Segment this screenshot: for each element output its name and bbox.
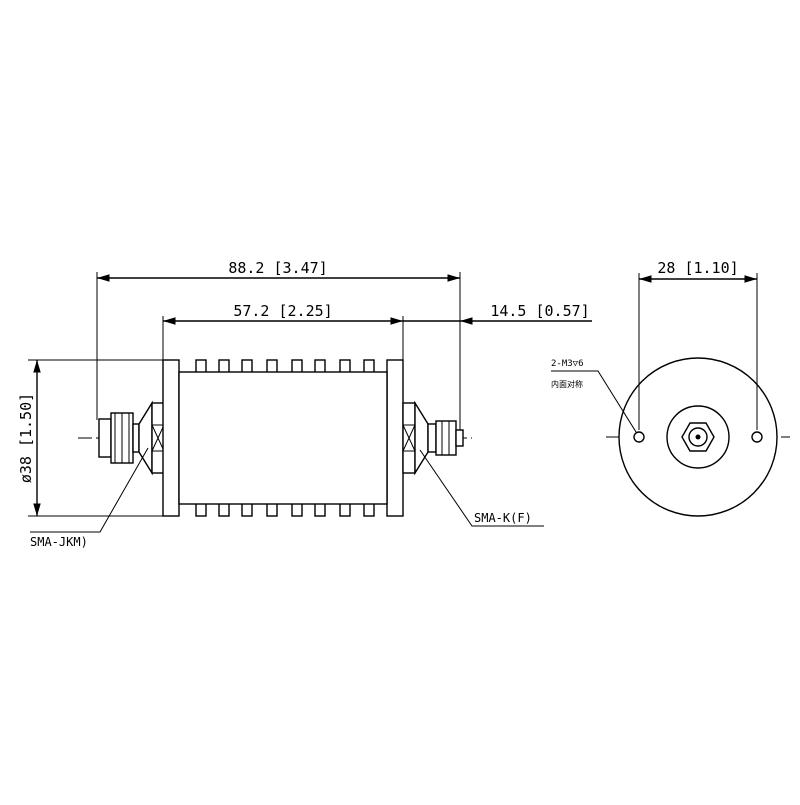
dim-overall-length: 88.2 [3.47] (228, 259, 327, 277)
label-holes-spec: 2-M3▽6 (551, 359, 584, 369)
dim-diameter: ø38 [1.50] (17, 393, 35, 483)
heatsink-body (162, 359, 404, 517)
label-right-connector: SMA-K(F) (474, 511, 532, 525)
leader-right-connector (419, 449, 544, 527)
leader-holes (551, 370, 637, 433)
leader-left-connector (30, 447, 149, 533)
center-pin (695, 434, 701, 440)
left-connector (98, 400, 165, 476)
side-view: 88.2 [3.47] 57.2 [2.25] 14.5 [0.57] ø38 … (17, 259, 592, 549)
dim-connector-length: 14.5 [0.57] (490, 302, 589, 320)
label-left-connector: SMA-JKM) (30, 535, 88, 549)
label-holes-note: 内面对称 (551, 379, 583, 389)
dim-body-length: 57.2 [2.25] (233, 302, 332, 320)
mount-hole-right (751, 431, 763, 443)
right-connector (402, 400, 464, 476)
mount-hole-left (633, 431, 645, 443)
end-view: 28 [1.10] 2-M3▽6 内面对称 (551, 259, 790, 517)
dim-hole-spacing: 28 [1.10] (657, 259, 738, 277)
